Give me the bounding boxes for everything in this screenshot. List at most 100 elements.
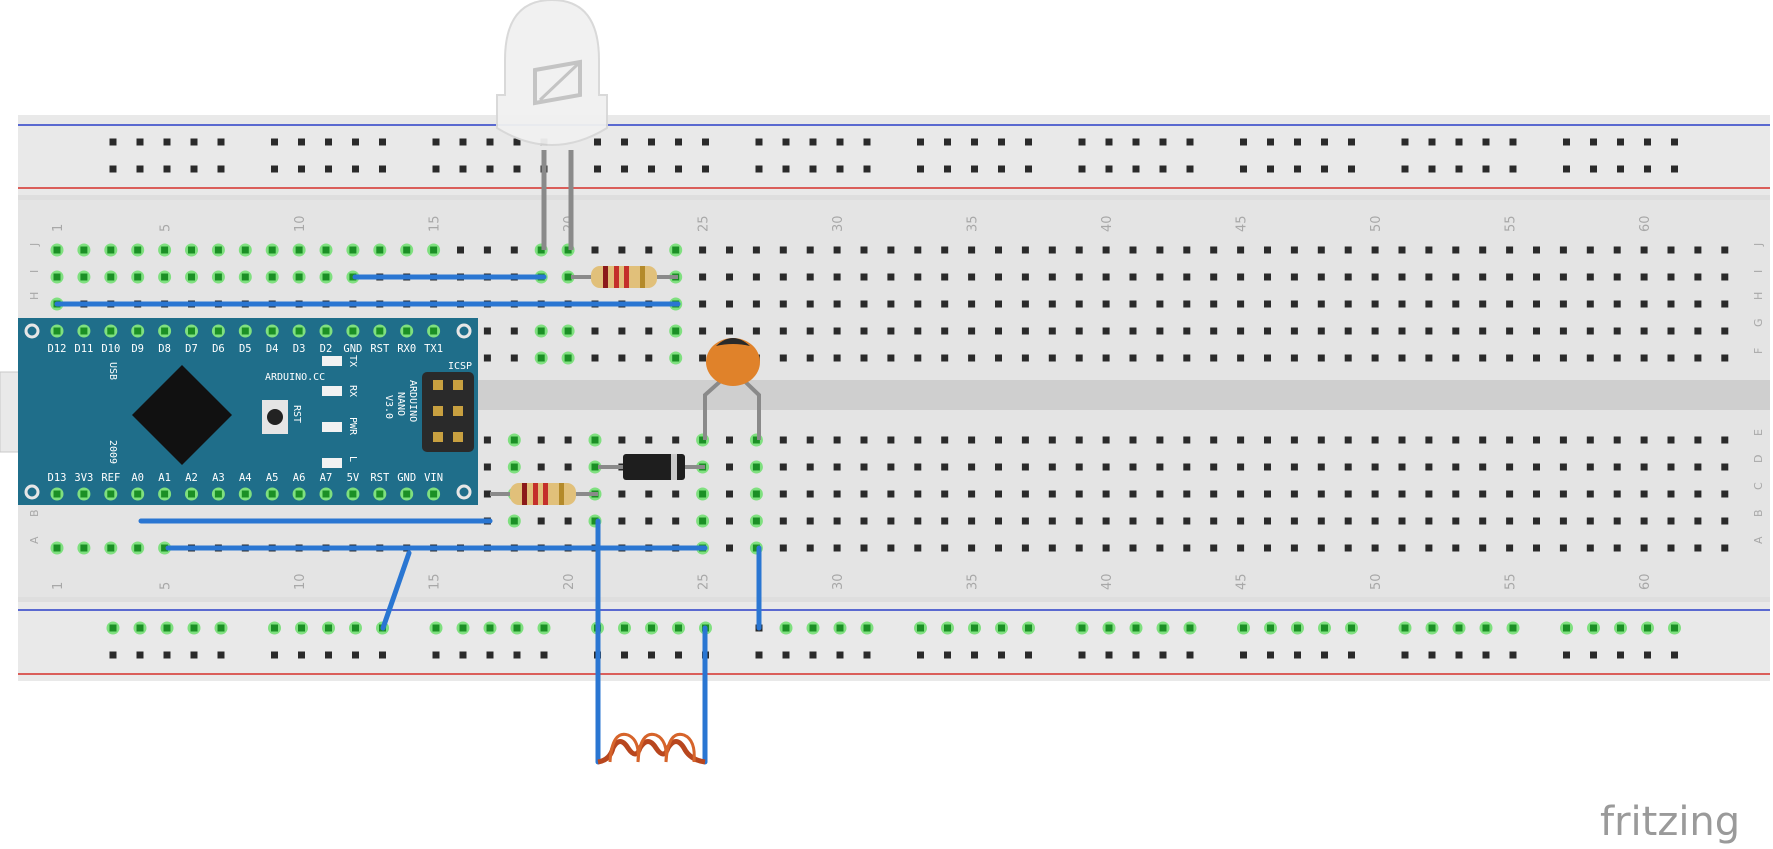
breadboard-hole bbox=[1667, 273, 1675, 281]
breadboard-hole bbox=[1264, 300, 1271, 308]
rail-hole bbox=[1482, 165, 1490, 173]
arduino-bottom-pin-label: 3V3 bbox=[74, 472, 93, 484]
breadboard-hole bbox=[1290, 327, 1298, 335]
breadboard-hole bbox=[995, 463, 1002, 471]
rail-hole bbox=[594, 138, 601, 146]
rail-hole bbox=[1644, 138, 1651, 146]
breadboard-hole bbox=[1533, 327, 1540, 335]
breadboard-hole bbox=[268, 246, 276, 254]
breadboard-hole bbox=[618, 354, 626, 362]
breadboard-hole bbox=[699, 327, 707, 335]
breadboard-hole bbox=[1129, 436, 1137, 444]
arduino-pin-hole bbox=[241, 327, 249, 335]
arduino-pin-hole bbox=[80, 490, 88, 498]
row-letter: D bbox=[1752, 455, 1765, 463]
breadboard-hole bbox=[537, 517, 545, 525]
breadboard-hole bbox=[564, 354, 572, 362]
breadboard-hole bbox=[537, 246, 545, 254]
breadboard-hole bbox=[1210, 490, 1218, 498]
rail-hole bbox=[863, 624, 871, 632]
breadboard-hole bbox=[1640, 436, 1648, 444]
rail-hole bbox=[1671, 138, 1678, 146]
arduino-top-pin-label: D7 bbox=[185, 343, 198, 355]
rail-hole bbox=[459, 624, 467, 632]
breadboard-hole bbox=[1721, 490, 1729, 498]
row-letter: I bbox=[1752, 270, 1765, 273]
breadboard-hole bbox=[995, 246, 1002, 254]
rail-hole bbox=[1348, 138, 1355, 146]
rail-hole bbox=[163, 624, 171, 632]
breadboard-hole bbox=[1694, 436, 1702, 444]
breadboard-hole bbox=[914, 436, 922, 444]
breadboard-hole bbox=[1290, 354, 1298, 362]
breadboard-hole bbox=[1317, 436, 1325, 444]
rail-hole bbox=[1321, 624, 1328, 632]
row-letter: F bbox=[1752, 348, 1765, 354]
arduino-pin-hole bbox=[376, 490, 384, 498]
breadboard-hole bbox=[1533, 436, 1540, 444]
breadboard-hole bbox=[1721, 544, 1729, 552]
breadboard-hole bbox=[618, 517, 626, 525]
arduino-bottom-pin-label: A1 bbox=[158, 472, 171, 484]
breadboard-hole bbox=[1264, 490, 1271, 498]
rail-hole bbox=[1294, 138, 1301, 146]
breadboard-hole bbox=[1075, 436, 1083, 444]
breadboard-hole bbox=[1021, 354, 1029, 362]
rail-hole bbox=[1590, 624, 1597, 632]
breadboard-hole bbox=[134, 273, 142, 281]
breadboard-hole bbox=[1237, 436, 1245, 444]
rail-hole bbox=[190, 138, 198, 146]
breadboard-hole bbox=[1533, 273, 1540, 281]
breadboard-hole bbox=[1102, 436, 1110, 444]
breadboard-hole bbox=[618, 436, 626, 444]
column-number: 40 bbox=[1100, 573, 1115, 590]
breadboard-hole bbox=[1210, 327, 1218, 335]
breadboard-hole bbox=[80, 246, 88, 254]
rail-hole bbox=[836, 651, 844, 659]
breadboard-hole bbox=[833, 517, 841, 525]
breadboard-hole bbox=[806, 246, 814, 254]
breadboard-hole bbox=[1479, 246, 1487, 254]
rail-hole bbox=[459, 165, 467, 173]
column-number: 50 bbox=[1369, 215, 1384, 232]
breadboard-hole bbox=[349, 246, 357, 254]
breadboard-hole bbox=[968, 490, 976, 498]
row-letter: C bbox=[1752, 482, 1765, 490]
breadboard-hole bbox=[510, 327, 518, 335]
breadboard-hole bbox=[806, 354, 814, 362]
breadboard-hole bbox=[860, 246, 868, 254]
breadboard-hole bbox=[1156, 300, 1164, 308]
usb-label: USB bbox=[107, 362, 118, 380]
rail-hole bbox=[971, 651, 978, 659]
breadboard-hole bbox=[1559, 327, 1567, 335]
breadboard-hole bbox=[1317, 463, 1325, 471]
rail-hole bbox=[271, 624, 278, 632]
breadboard-hole bbox=[752, 517, 760, 525]
breadboard-hole bbox=[1452, 300, 1460, 308]
rail-hole bbox=[1159, 165, 1167, 173]
breadboard-hole bbox=[1398, 544, 1406, 552]
breadboard-hole bbox=[1183, 300, 1191, 308]
breadboard-hole bbox=[1237, 300, 1245, 308]
breadboard-hole bbox=[699, 517, 707, 525]
breadboard-hole bbox=[1586, 246, 1594, 254]
rail-hole bbox=[298, 624, 305, 632]
breadboard-hole bbox=[1425, 463, 1433, 471]
rail-hole bbox=[1159, 651, 1167, 659]
breadboard-hole bbox=[726, 490, 733, 498]
arduino-pin-hole bbox=[188, 490, 195, 498]
row-letter: H bbox=[1752, 292, 1765, 300]
breadboard-hole bbox=[914, 273, 922, 281]
breadboard-hole bbox=[457, 246, 464, 254]
rail-hole bbox=[325, 165, 332, 173]
breadboard-hole bbox=[1586, 517, 1594, 525]
breadboard-hole bbox=[1290, 300, 1298, 308]
column-number: 40 bbox=[1100, 215, 1115, 232]
breadboard-hole bbox=[968, 436, 976, 444]
rail-hole bbox=[675, 624, 682, 632]
rail-hole bbox=[1025, 165, 1032, 173]
breadboard-hole bbox=[1533, 544, 1540, 552]
rail-hole bbox=[190, 651, 198, 659]
breadboard-hole bbox=[1506, 354, 1514, 362]
row-letter: B bbox=[28, 509, 41, 517]
